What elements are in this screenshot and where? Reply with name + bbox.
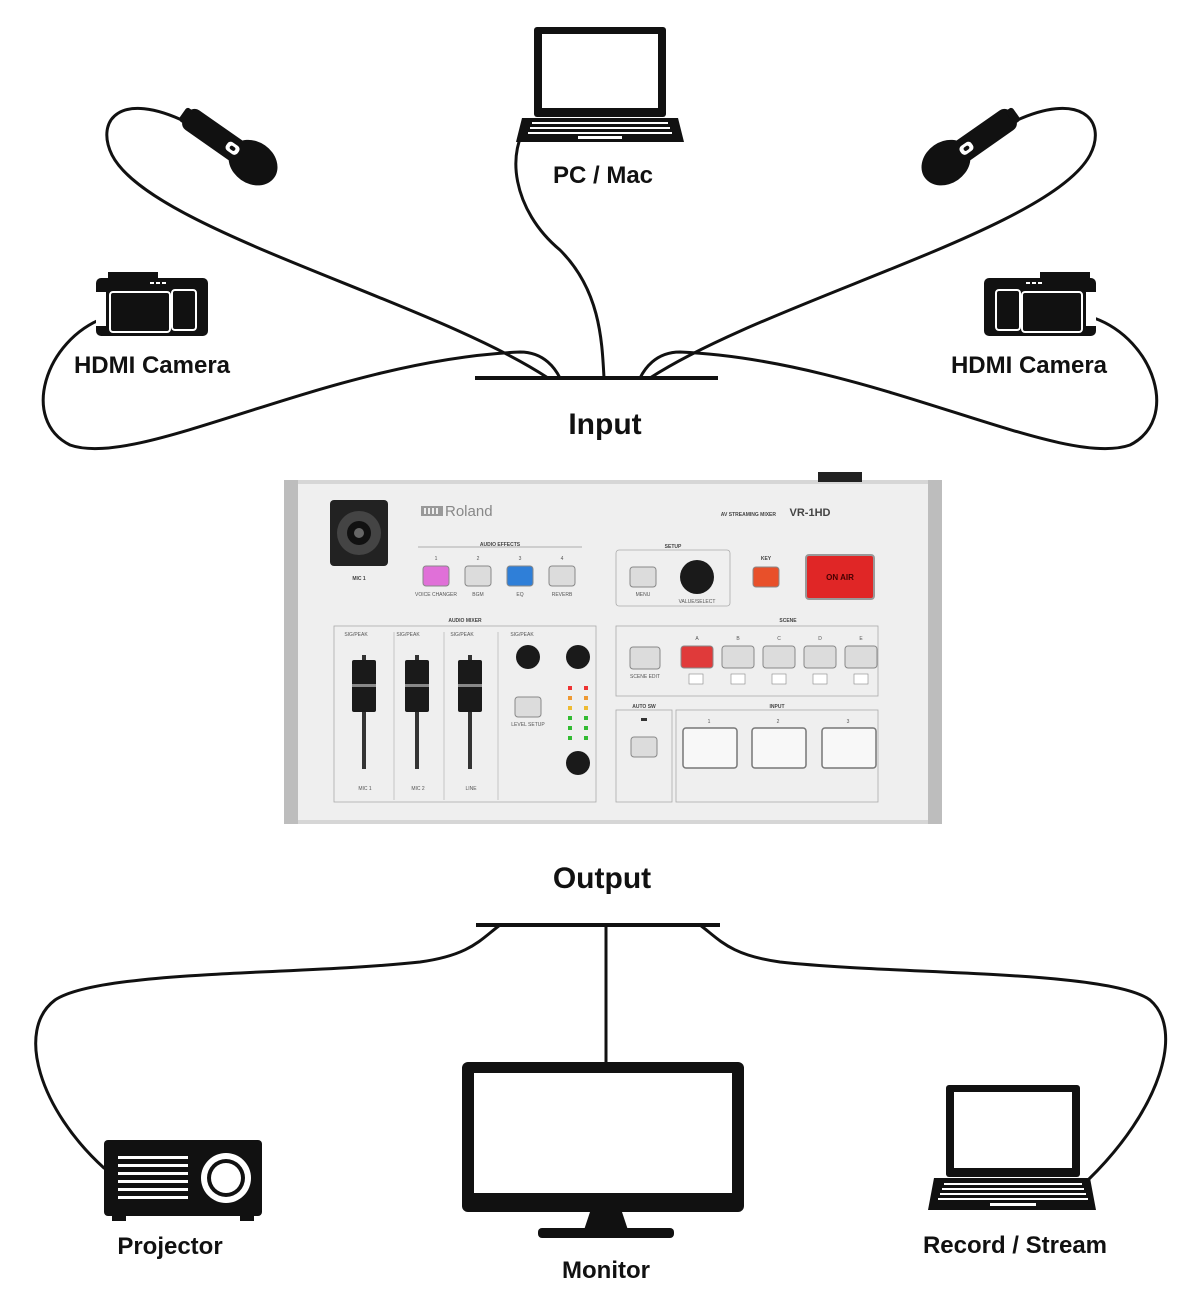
fx3-number: 3 — [519, 556, 522, 562]
auto-sw-title: AUTO SW — [632, 704, 656, 710]
input-3-number: 3 — [847, 719, 850, 725]
input-cables — [41, 106, 1158, 451]
left-hdmi-camera-icon — [96, 272, 208, 336]
fader-mic2[interactable]: SIG/PEAK — [396, 632, 429, 769]
roland-logo — [421, 506, 443, 516]
audio-knob-2[interactable] — [566, 645, 590, 669]
line-sig-peak: SIG/PEAK — [450, 632, 474, 638]
on-air-label: ON AIR — [826, 573, 854, 582]
mic1-sig-peak: SIG/PEAK — [344, 632, 368, 638]
on-air-button[interactable] — [805, 554, 875, 600]
mic1-xlr-jack[interactable] — [330, 500, 388, 566]
fx1-label: VOICE CHANGER — [415, 592, 457, 598]
scene-a-button[interactable] — [680, 645, 714, 669]
monitor-label: Monitor — [562, 1257, 650, 1284]
scene-e-letter: E — [859, 636, 863, 642]
projector-label: Projector — [117, 1233, 222, 1260]
laptop-pc-icon — [516, 27, 684, 142]
auto-sw-button[interactable] — [630, 736, 658, 758]
setup-title: SETUP — [665, 544, 682, 550]
projector-cable — [34, 923, 502, 1170]
left-hdmi-camera-label: HDMI Camera — [74, 352, 231, 379]
scene-c-button[interactable] — [762, 645, 796, 669]
left-camera-cable — [41, 316, 562, 451]
input-1-number: 1 — [708, 719, 711, 725]
right-hdmi-camera-label: HDMI Camera — [951, 352, 1108, 379]
left-microphone-icon — [179, 107, 278, 186]
fx2-button[interactable] — [464, 565, 492, 587]
menu-button[interactable] — [629, 566, 657, 588]
input-label: Input — [568, 408, 641, 441]
channel-mic1-label: MIC 1 — [358, 786, 372, 792]
scene-d-letter: D — [818, 636, 822, 642]
fx1-number: 1 — [435, 556, 438, 562]
fx4-number: 4 — [561, 556, 564, 562]
scene-c-letter: C — [777, 636, 781, 642]
fx2-number: 2 — [477, 556, 480, 562]
level-meter — [568, 686, 588, 740]
fx3-button[interactable] — [506, 565, 534, 587]
value-select-knob[interactable] — [680, 560, 714, 594]
right-hdmi-camera-icon — [984, 272, 1096, 336]
scene-d-button[interactable] — [803, 645, 837, 669]
fx2-label: BGM — [472, 592, 483, 598]
key-button[interactable] — [752, 566, 780, 588]
record-stream-label: Record / Stream — [923, 1232, 1107, 1259]
audio-knob-1[interactable] — [516, 645, 540, 669]
scene-buttons: A B C D E — [680, 636, 878, 685]
scene-e-button[interactable] — [844, 645, 878, 669]
fx1-button[interactable] — [422, 565, 450, 587]
key-title: KEY — [761, 556, 772, 562]
pc-cable — [514, 120, 606, 380]
mic2-sig-peak: SIG/PEAK — [396, 632, 420, 638]
model-caption: AV STREAMING MIXER — [721, 512, 777, 518]
fader-line[interactable]: SIG/PEAK — [450, 632, 482, 769]
right-camera-cable — [638, 316, 1158, 451]
record-stream-cable — [698, 923, 1168, 1182]
menu-label: MENU — [636, 592, 651, 598]
input-3-button[interactable] — [821, 727, 877, 769]
fx4-label: REVERB — [552, 592, 573, 598]
av-streaming-mixer: MIC 1 Roland AV STREAMING MIXER VR-1HD A… — [284, 472, 942, 824]
pc-mac-label: PC / Mac — [553, 162, 653, 189]
brand-name: Roland — [445, 503, 493, 520]
input-1-button[interactable] — [682, 727, 738, 769]
output-label: Output — [553, 862, 651, 895]
level-setup-label: LEVEL SETUP — [511, 722, 545, 728]
input-2-button[interactable] — [751, 727, 807, 769]
right-mic-cable — [648, 106, 1097, 380]
fx4-button[interactable] — [548, 565, 576, 587]
right-microphone-icon — [921, 107, 1020, 186]
scene-edit-button[interactable] — [629, 646, 661, 670]
scene-b-letter: B — [736, 636, 740, 642]
scene-a-letter: A — [695, 636, 699, 642]
scene-edit-label: SCENE EDIT — [630, 674, 660, 680]
scene-title: SCENE — [779, 618, 797, 624]
output-cables — [34, 923, 1168, 1182]
audio-mixer-title: AUDIO MIXER — [448, 618, 482, 624]
input-2-number: 2 — [777, 719, 780, 725]
monitor-icon — [462, 1062, 744, 1238]
mic1-jack-label: MIC 1 — [352, 576, 366, 582]
level-setup-button[interactable] — [514, 696, 542, 718]
left-mic-cable — [105, 106, 550, 380]
fader-mic1[interactable]: SIG/PEAK — [344, 632, 376, 769]
model-name: VR-1HD — [790, 507, 831, 519]
audio-effects-title: AUDIO EFFECTS — [480, 542, 521, 548]
master-sig-peak: SIG/PEAK — [510, 632, 534, 638]
value-select-label: VALUE/SELECT — [679, 599, 716, 605]
laptop-record-icon — [928, 1085, 1096, 1210]
fx3-label: EQ — [516, 592, 523, 598]
scene-b-button[interactable] — [721, 645, 755, 669]
audio-knob-3[interactable] — [566, 751, 590, 775]
projector-icon — [104, 1140, 262, 1221]
channel-line-label: LINE — [465, 786, 477, 792]
input-panel-title: INPUT — [770, 704, 785, 710]
channel-mic2-label: MIC 2 — [411, 786, 425, 792]
audio-effects-buttons: 1 VOICE CHANGER 2 BGM 3 EQ 4 REVERB — [415, 556, 576, 598]
